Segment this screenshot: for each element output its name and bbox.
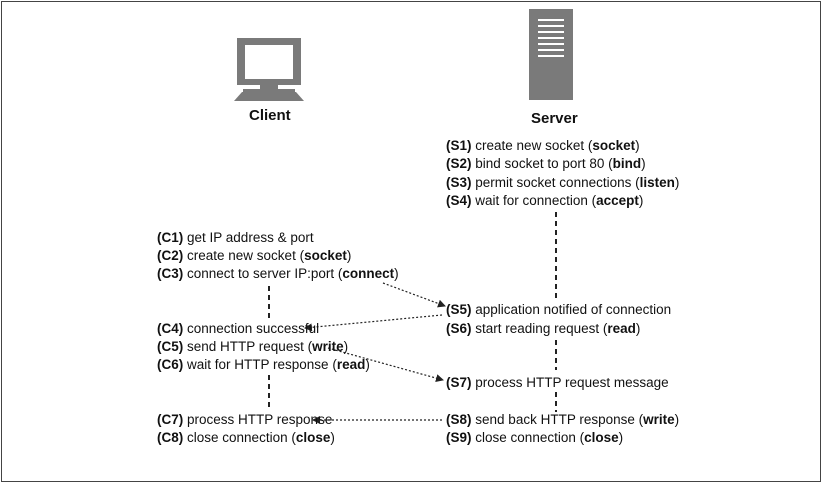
- step-s8: (S8) send back HTTP response (write): [446, 412, 680, 427]
- step-c1: (C1) get IP address & port: [157, 230, 314, 245]
- step-c6: (C6) wait for HTTP response (read): [157, 357, 370, 372]
- step-s7: (S7) process HTTP request message: [446, 375, 669, 390]
- arrow-s5-to-c4: [304, 314, 443, 332]
- step-c5: (C5) send HTTP request (write): [157, 339, 349, 354]
- step-s2: (S2) bind socket to port 80 (bind): [446, 156, 646, 171]
- step-c4: (C4) connection successful: [157, 321, 320, 336]
- computer-monitor-icon: [234, 38, 304, 101]
- server-title: Server: [531, 110, 578, 127]
- client-title: Client: [249, 107, 291, 124]
- server-tower-icon: [529, 9, 573, 100]
- step-s3: (S3) permit socket connections (listen): [446, 175, 680, 190]
- step-c3: (C3) connect to server IP:port (connect): [157, 266, 399, 281]
- step-s6: (S6) start reading request (read): [446, 321, 641, 336]
- arrow-c3-to-s5: [382, 282, 446, 308]
- step-s9: (S9) close connection (close): [446, 430, 624, 445]
- step-s5: (S5) application notified of connection: [446, 302, 672, 317]
- step-s1: (S1) create new socket (socket): [446, 138, 640, 153]
- step-c2: (C2) create new socket (socket): [157, 248, 352, 263]
- step-s4: (S4) wait for connection (accept): [446, 193, 644, 208]
- step-c7: (C7) process HTTP response: [157, 412, 333, 427]
- step-c8: (C8) close connection (close): [157, 430, 335, 445]
